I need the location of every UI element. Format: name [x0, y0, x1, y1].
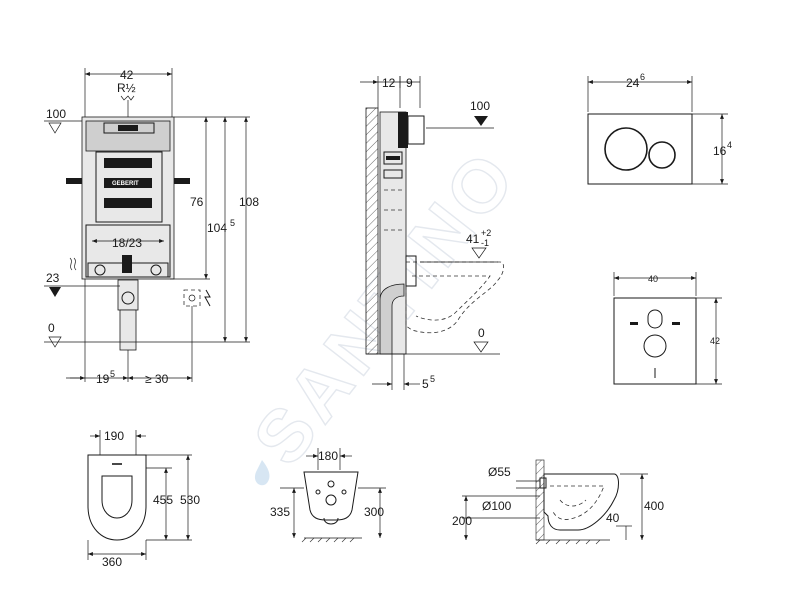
dim-104: 104 [207, 221, 227, 235]
bowl-top-view: 190 360 455 530 [87, 429, 200, 569]
flush-button-large [604, 127, 648, 171]
watermark-drop-icon [254, 460, 270, 486]
dim-400: 400 [644, 499, 664, 513]
flush-plate: 24 6 16 4 [587, 72, 732, 185]
dim-455: 455 [153, 493, 173, 507]
dim-spacing: 18/23 [112, 236, 142, 250]
svg-text:6: 6 [640, 72, 645, 82]
svg-text:+2: +2 [481, 228, 491, 238]
svg-text:5: 5 [430, 374, 435, 384]
level-0-front: 0 [48, 321, 55, 335]
dim-360: 360 [102, 555, 122, 569]
bowl-side-view: Ø55 Ø100 200 400 40 [452, 459, 664, 545]
frame-side-view: 12 9 100 41 +2 -1 0 5 5 [360, 76, 504, 391]
dim-19: 19 [96, 372, 110, 386]
dim-108: 108 [239, 195, 259, 209]
dim-width-42: 42 [120, 68, 134, 82]
dim-wallplate-height: 42 [710, 336, 720, 346]
dim-thread: R½ [117, 81, 136, 95]
frame-front-view: 42 R½ 100 GEBERIT 18/23 [44, 68, 259, 386]
level-100-side: 100 [470, 99, 490, 113]
svg-text:4: 4 [727, 140, 732, 150]
dim-wallplate-width: 40 [648, 274, 658, 284]
dim-d55: Ø55 [488, 465, 511, 479]
dim-335: 335 [270, 505, 290, 519]
dim-plate-width: 24 [626, 76, 640, 90]
svg-text:5: 5 [110, 369, 115, 379]
bowl-rear-view: 180 335 300 [270, 448, 386, 543]
svg-text:GEBERIT: GEBERIT [112, 181, 139, 187]
dim-300: 300 [364, 505, 384, 519]
flush-button-small [648, 141, 676, 169]
dim-180: 180 [318, 449, 338, 463]
geberit-logo [104, 178, 152, 188]
svg-text:5: 5 [230, 218, 235, 228]
dim-plate-height: 16 [713, 144, 727, 158]
dim-190: 190 [104, 429, 124, 443]
dim-200: 200 [452, 514, 472, 528]
dim-530: 530 [180, 493, 200, 507]
dim-9: 9 [406, 76, 413, 90]
wall-plate: 40 42 [613, 272, 722, 385]
dim-d100: Ø100 [482, 499, 512, 513]
level-23-front: 23 [46, 271, 60, 285]
level-41: 41 [466, 232, 480, 246]
level-100-front: 100 [46, 107, 66, 121]
dim-76: 76 [190, 195, 204, 209]
dim-5: 5 [422, 377, 429, 391]
level-0-side: 0 [478, 326, 485, 340]
svg-text:-1: -1 [481, 238, 489, 248]
dim-12: 12 [382, 76, 396, 90]
dim-40: 40 [606, 511, 620, 525]
dim-30: ≥ 30 [145, 372, 169, 386]
